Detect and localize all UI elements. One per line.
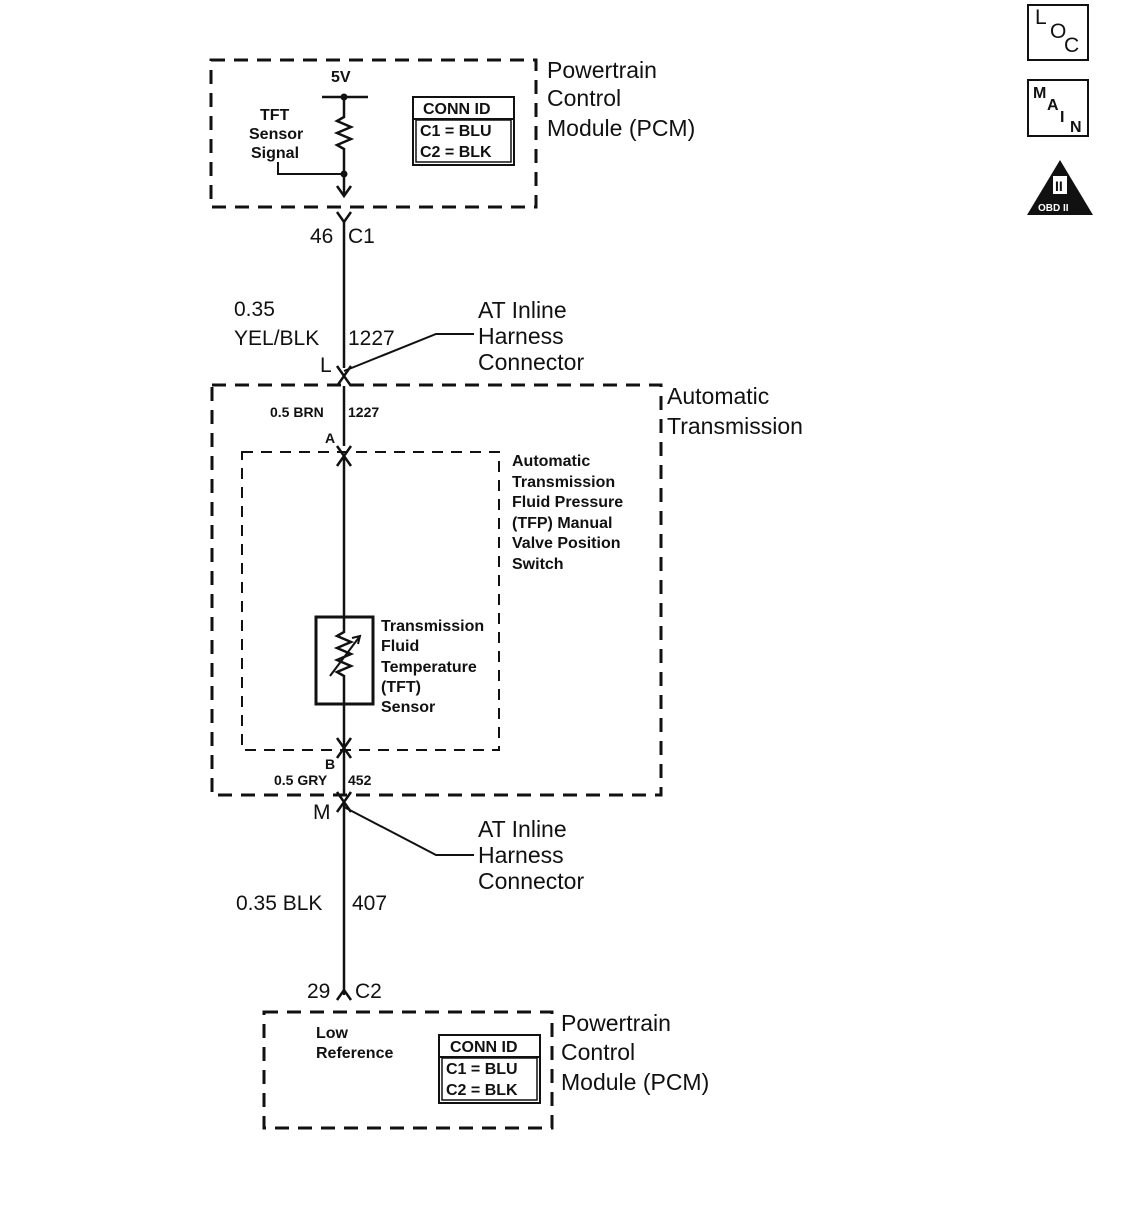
inline-connector-m: M AT Inline Harness Connector [313, 791, 584, 894]
conn-id-header: CONN ID [450, 1039, 518, 1056]
obd-ii-icon[interactable]: II OBD II [1027, 160, 1093, 215]
pin-label: B [325, 756, 335, 772]
pin-connector: C1 [348, 225, 375, 248]
switch-label: Transmission [512, 474, 615, 491]
pcm-bottom: Powertrain Control Module (PCM) Low Refe… [262, 1010, 709, 1130]
inline-label: Connector [478, 349, 584, 375]
switch-label: Fluid Pressure [512, 494, 623, 511]
pin-connector: C2 [355, 980, 382, 1003]
loc-letter: O [1050, 20, 1066, 43]
main-icon[interactable]: M A I N [1027, 79, 1089, 137]
pin-label: A [325, 430, 335, 446]
transmission-title: Automatic [667, 383, 769, 409]
main-letter: A [1047, 97, 1059, 114]
pin-29-c2: 29 C2 [307, 980, 382, 1003]
sensor-label: (TFT) [381, 679, 421, 696]
switch-label: Switch [512, 556, 564, 573]
pcm-top: Powertrain Control Module (PCM) 5V TFT S… [209, 57, 695, 209]
conn-id-table: CONN ID C1 = BLU C2 = BLK [412, 96, 515, 166]
main-letter: I [1060, 109, 1064, 126]
wire-color: YEL/BLK [234, 327, 319, 350]
pcm-title-line: Powertrain [561, 1010, 671, 1036]
wire-circuit: 1227 [348, 404, 379, 420]
leader-line [343, 333, 474, 372]
signal-lead [277, 162, 344, 175]
main-letter: M [1033, 85, 1046, 102]
pcm-title-line: Powertrain [547, 57, 657, 83]
loc-letter: L [1035, 6, 1047, 29]
inline-label: AT Inline [478, 816, 567, 842]
sensor-label: Sensor [381, 699, 435, 716]
pcm-title-line: Control [547, 85, 621, 111]
sensor-label: Temperature [381, 659, 477, 676]
arrow-down [335, 185, 353, 199]
sensor-label: Transmission [381, 618, 484, 635]
wire-circuit: 1227 [348, 327, 395, 350]
thermistor-symbol [333, 617, 355, 704]
inline-label: AT Inline [478, 297, 567, 323]
pullup-resistor [333, 97, 355, 174]
switch-label: Valve Position [512, 535, 620, 552]
signal-label: Reference [316, 1045, 393, 1062]
main-letter: N [1070, 119, 1082, 136]
loc-letter: C [1064, 34, 1079, 57]
inline-label: Harness [478, 323, 564, 349]
conn-id-row: C2 = BLK [420, 144, 492, 161]
switch-label: (TFP) Manual [512, 515, 612, 532]
conn-id-row: C2 = BLK [446, 1082, 518, 1099]
obd-caption: OBD II [1038, 203, 1069, 214]
wire-circuit: 452 [348, 772, 372, 788]
wire-label: 0.35 BLK [236, 892, 322, 915]
wire-circuit: 407 [352, 892, 387, 915]
conn-id-row: C1 = BLU [420, 123, 492, 140]
signal-label: TFT [260, 107, 290, 124]
pin-number: 46 [310, 225, 333, 248]
signal-label: Sensor [249, 126, 303, 143]
obd-symbol: II [1055, 178, 1063, 194]
transmission-title: Transmission [667, 413, 803, 439]
conn-id-header: CONN ID [423, 101, 491, 118]
signal-label: Low [316, 1025, 349, 1042]
voltage-label: 5V [331, 69, 351, 86]
inline-connector-l: L AT Inline Harness Connector [320, 297, 584, 387]
pin-number: 29 [307, 980, 330, 1003]
loc-icon[interactable]: L O C [1027, 4, 1089, 61]
pcm-title-line: Module (PCM) [561, 1069, 709, 1095]
tfp-switch [241, 451, 500, 751]
conn-id-table: CONN ID C1 = BLU C2 = BLK [438, 1034, 541, 1104]
pin-46-c1: 46 C1 [310, 211, 375, 248]
inline-label: Connector [478, 868, 584, 894]
wire-label: 0.5 BRN [270, 404, 324, 420]
connector-pin: L [320, 354, 332, 377]
leader-line [343, 806, 474, 856]
sensor-label: Fluid [381, 638, 419, 655]
conn-id-row: C1 = BLU [446, 1061, 518, 1078]
wire-gauge: 0.35 [234, 298, 275, 321]
pcm-title-line: Module (PCM) [547, 115, 695, 141]
signal-label: Signal [251, 145, 299, 162]
inline-label: Harness [478, 842, 564, 868]
automatic-transmission: Automatic Transmission 0.5 BRN 1227 A Au… [210, 383, 803, 797]
pcm-title-line: Control [561, 1039, 635, 1065]
connector-pin: M [313, 801, 331, 824]
switch-label: Automatic [512, 453, 590, 470]
tft-sensor [314, 615, 375, 706]
wire-label: 0.5 GRY [274, 772, 328, 788]
